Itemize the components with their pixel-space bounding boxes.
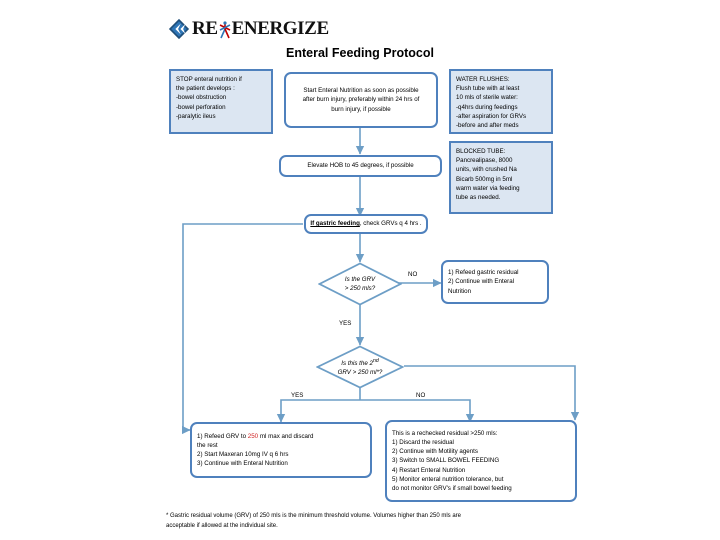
- rechecked-residual-line-2: 1) Discard the residual: [392, 438, 454, 446]
- elevate-hob-text: Elevate HOB to 45 degrees, if possible: [307, 162, 414, 170]
- blocked-tube-line-3: units, with crushed Na: [456, 166, 517, 174]
- footnote: * Gastric residual volume (GRV) of 250 m…: [166, 512, 566, 531]
- start-en-line-2: after burn injury, preferably within 24 …: [302, 96, 420, 104]
- water-flushes-line-1: WATER FLUSHES:: [456, 76, 510, 83]
- page-title: Enteral Feeding Protocol: [286, 46, 434, 60]
- blocked-tube-line-5: warm water via feeding: [456, 184, 520, 192]
- logo-text-re: RE: [192, 18, 218, 39]
- branch-label-d2-yes: YES: [291, 392, 304, 399]
- logo-wordmark: RE ENERGIZE: [192, 18, 329, 40]
- decision-diamond-shape-2: [316, 345, 404, 389]
- blocked-tube-line-6: tube as needed.: [456, 194, 501, 202]
- stop-criteria-line-3: -bowel obstruction: [176, 94, 227, 102]
- refeed-maxeran-line-1-b: ml max and discard: [258, 432, 314, 440]
- rechecked-residual-line-4: 3) Switch to SMALL BOWEL FEEDING: [392, 457, 500, 465]
- check-grv-rest: , check GRVs q 4 hrs .: [359, 220, 422, 228]
- refeed-continue-line-2: 2) Continue with Enteral: [448, 278, 515, 286]
- node-elevate-hob: Elevate HOB to 45 degrees, if possible: [279, 155, 442, 177]
- water-flushes-line-6: -before and after meds: [456, 122, 519, 130]
- water-flushes-line-2: Flush tube with at least: [456, 85, 520, 93]
- water-flushes-line-5: -after aspiration for GRVs: [456, 112, 527, 120]
- check-grv-text: If gastric feeding, check GRVs q 4 hrs .: [310, 219, 422, 228]
- node-check-grv: If gastric feeding, check GRVs q 4 hrs .: [304, 214, 428, 234]
- branch-label-d1-yes: YES: [339, 320, 352, 327]
- blocked-tube-line-1: BLOCKED TUBE:: [456, 148, 506, 155]
- refeed-maxeran-line-3: 2) Start Maxeran 10mg IV q 6 hrs: [197, 451, 289, 458]
- water-flushes-line-3: 10 mls of sterile water:: [456, 94, 518, 102]
- decision-2-line-1-sup: nd: [372, 357, 379, 364]
- node-start-enteral-nutrition: Start Enteral Nutrition as soon as possi…: [284, 72, 438, 128]
- refeed-maxeran-line-4: 3) Continue with Enteral Nutrition: [197, 460, 288, 468]
- check-grv-emphasis: If gastric feeding: [310, 220, 360, 228]
- stop-criteria-line-4: -bowel perforation: [176, 103, 226, 111]
- node-decision-second-grv: Is this the 2nd GRV > 250 ml*?: [316, 345, 404, 389]
- decision-2-line-1-main: Is this the 2: [341, 360, 373, 368]
- blocked-tube-line-2: Pancrealipase, 8000: [456, 157, 513, 165]
- stop-criteria-line-2: the patient develops :: [176, 85, 235, 93]
- node-refeed-continue: 1) Refeed gastric residual 2) Continue w…: [441, 260, 549, 304]
- node-refeed-maxeran: 1) Refeed GRV to 250 ml max and discard …: [190, 422, 372, 478]
- node-rechecked-residual: This is a rechecked residual >250 mls: 1…: [385, 420, 577, 502]
- decision-1-line-2: > 250 mls?: [344, 285, 376, 292]
- refeed-continue-line-1: 1) Refeed gastric residual: [448, 269, 519, 277]
- rechecked-residual-line-3: 2) Continue with Motility agents: [392, 448, 478, 456]
- refeed-maxeran-line-1: 1) Refeed GRV to 250 ml max and discard: [197, 432, 365, 441]
- node-blocked-tube: BLOCKED TUBE: Pancrealipase, 8000 units,…: [449, 141, 553, 214]
- branch-label-d1-no: NO: [408, 271, 418, 278]
- logo-text-energize: ENERGIZE: [231, 18, 330, 39]
- node-decision-grv-over-250: Is the GRV > 250 mls?: [318, 262, 402, 306]
- decision-1-line-1: Is the GRV: [344, 276, 376, 283]
- footnote-line-1: * Gastric residual volume (GRV) of 250 m…: [166, 513, 462, 519]
- decision-2-line-1: Is this the 2nd: [341, 357, 378, 368]
- refeed-continue-line-3: Nutrition: [448, 287, 472, 295]
- rechecked-residual-line-5: 4) Restart Enteral Nutrition: [392, 466, 466, 474]
- refeed-maxeran-volume: 250: [247, 432, 259, 440]
- start-en-line-3: burn injury, if possible: [331, 105, 391, 113]
- refeed-maxeran-line-2: the rest: [197, 441, 218, 449]
- decision-2-line-2: GRV > 250 ml*?: [337, 369, 383, 377]
- branch-label-d2-no: NO: [416, 392, 426, 399]
- decision-1-text: Is the GRV > 250 mls?: [318, 262, 402, 306]
- blocked-tube-line-4: Bicarb 500mg in 5ml: [456, 175, 513, 183]
- rechecked-residual-line-6: 5) Monitor enteral nutrition tolerance, …: [392, 475, 504, 483]
- refeed-maxeran-line-1-a: 1) Refeed GRV to: [197, 432, 248, 440]
- rechecked-residual-line-1: This is a rechecked residual >250 mls:: [392, 429, 498, 437]
- node-stop-criteria: STOP enteral nutrition if the patient de…: [169, 69, 273, 134]
- node-water-flushes: WATER FLUSHES: Flush tube with at least …: [449, 69, 553, 134]
- start-en-line-1: Start Enteral Nutrition as soon as possi…: [303, 87, 419, 95]
- footnote-line-2: acceptable if allowed at the individual …: [166, 522, 278, 529]
- stop-criteria-line-5: -paralytic ileus: [176, 112, 216, 120]
- rechecked-residual-line-7: do not monitor GRV's if small bowel feed…: [392, 485, 512, 492]
- water-flushes-line-4: -q4hrs during feedings: [456, 103, 518, 111]
- decision-2-text: Is this the 2nd GRV > 250 ml*?: [316, 345, 404, 389]
- stop-criteria-line-1: STOP enteral nutrition if: [176, 76, 242, 83]
- brand-logo: RE ENERGIZE: [168, 16, 329, 42]
- blue-diamond-arrow-icon: [168, 18, 190, 40]
